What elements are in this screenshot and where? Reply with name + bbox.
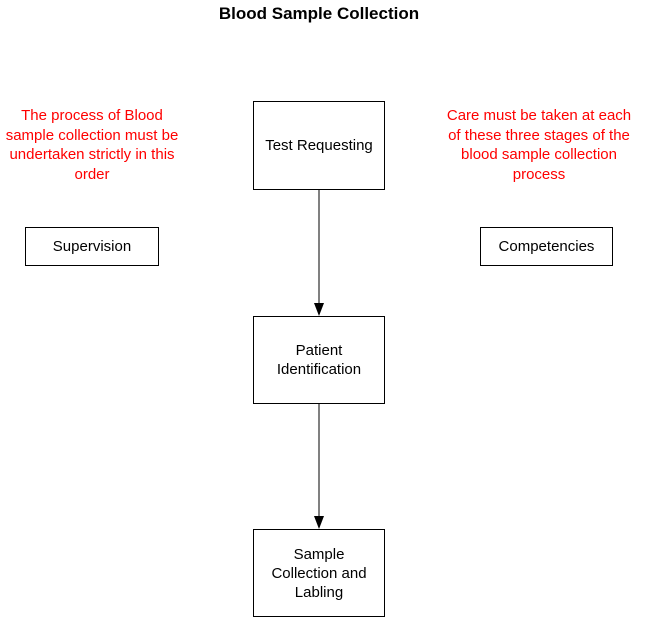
note-line: sample collection must be [5, 126, 179, 144]
note-line: undertaken strictly in this [9, 146, 175, 163]
note-line: blood sample collection [461, 146, 617, 163]
box-label: Sample [293, 545, 345, 563]
box-label: Identification [276, 361, 362, 378]
sample-collection-box: Sample Collection and Labling [253, 529, 385, 617]
note-line: of these three stages of the [448, 126, 630, 144]
care-note: Care must be taken at each of these thre… [441, 106, 637, 184]
box-label: Supervision [52, 238, 132, 255]
patient-identification-box: Patient Identification [253, 316, 385, 404]
note-line: order [74, 165, 110, 183]
arrowhead-sample [314, 516, 324, 529]
diagram-title: Blood Sample Collection [218, 4, 420, 23]
competencies-box: Competencies [480, 227, 613, 266]
note-line: Care must be taken at each [446, 107, 632, 124]
box-label: Labling [294, 583, 344, 601]
box-label: Patient [295, 342, 343, 359]
box-label: Test Requesting [265, 137, 373, 154]
note-line: The process of Blood [21, 107, 163, 124]
process-order-note: The process of Blood sample collection m… [2, 106, 182, 184]
arrowhead-patient [314, 303, 324, 316]
box-label: Collection and [271, 564, 367, 582]
note-line: process [512, 165, 566, 183]
supervision-box: Supervision [25, 227, 159, 266]
box-label: Competencies [498, 238, 595, 255]
test-requesting-box: Test Requesting [253, 101, 385, 190]
